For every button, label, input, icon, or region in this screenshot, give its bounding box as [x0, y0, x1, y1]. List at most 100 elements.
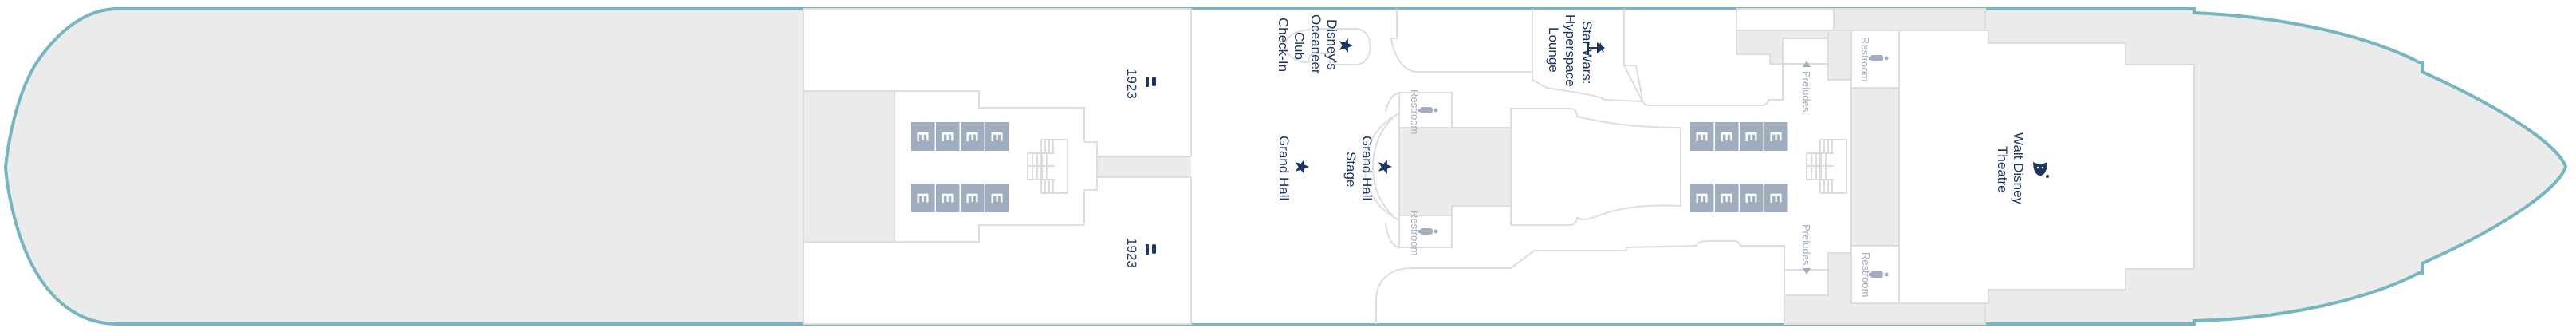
elevator[interactable]: E [1764, 122, 1788, 151]
oceaneer-desk-outline [1284, 28, 1371, 65]
venue-label-line: Club [1292, 32, 1307, 60]
star-icon [1339, 38, 1353, 53]
restroom-label: Restroom [1409, 89, 1421, 134]
elevator-icon: E [963, 192, 981, 203]
elevator[interactable]: E [911, 184, 935, 212]
elevator[interactable]: E [936, 184, 960, 212]
restroom-label: Restroom [1409, 211, 1421, 255]
elevator-icon: E [1742, 131, 1760, 141]
elevator-tile [1715, 184, 1739, 212]
stage-backstage [1398, 127, 1512, 216]
elevator-icon: E [1717, 192, 1735, 203]
elevator-tile [936, 122, 960, 151]
preludes-label: Preludes [1800, 71, 1812, 113]
venue-label-line: Star Wars: [1579, 21, 1595, 85]
wall [1385, 223, 1400, 248]
elevator-tile [985, 184, 1009, 212]
restroom-icon [1869, 55, 1889, 61]
elevator[interactable]: E [1764, 184, 1788, 212]
elevator[interactable]: E [1690, 184, 1714, 212]
svg-text:Oceaneer: Oceaneer [1308, 14, 1323, 74]
stage-arc [1363, 113, 1400, 221]
elevator[interactable]: E [911, 122, 935, 151]
venue-label-line: Check-In [1276, 18, 1291, 72]
elevator-tile [1690, 122, 1714, 151]
preludes-label: Preludes [1800, 224, 1812, 266]
star-icon [1296, 160, 1309, 174]
venue-star-wars-hyperspace-lounge[interactable]: Star Wars: Hyperspace Lounge [1546, 14, 1605, 87]
elevator-icon: E [988, 131, 1005, 141]
star-icon [1378, 160, 1392, 174]
elevator-tile [961, 184, 985, 212]
theatre-masks-icon [2033, 162, 2049, 178]
elevator[interactable]: E [1740, 122, 1764, 151]
venue-label-line: Lounge [1546, 27, 1561, 73]
elevator[interactable]: E [985, 184, 1009, 212]
restroom-1[interactable]: Restroom [1409, 89, 1438, 134]
aft-service-area [803, 90, 895, 243]
restroom-icon [1418, 228, 1438, 235]
arrow-down-icon [1803, 268, 1811, 275]
venue-label: 1923 [1124, 238, 1139, 268]
elevator-tile [1764, 122, 1788, 151]
elevator-icon: E [938, 192, 956, 203]
elevator[interactable]: E [961, 184, 985, 212]
aft-lobby [894, 90, 1098, 243]
venue-grand-hall-stage[interactable]: Grand Hall Stage [1343, 136, 1392, 200]
service-column-top [1827, 30, 1852, 81]
elevator-tile [1764, 184, 1788, 212]
elevator[interactable]: E [1690, 122, 1714, 151]
upper-right-room [1624, 38, 1784, 106]
elevator-tile [911, 122, 935, 151]
elevator[interactable]: E [961, 122, 985, 151]
elevator[interactable]: E [1715, 184, 1739, 212]
dining-icon [1146, 244, 1156, 255]
venue-label-line: Hyperspace [1563, 14, 1578, 87]
elevator-icon: E [963, 131, 981, 141]
elevator-icon: E [914, 192, 931, 203]
preludes-kiosk-bottom[interactable] [1784, 269, 1829, 296]
elevator-tile [1690, 184, 1714, 212]
preludes-kiosk-top[interactable] [1782, 38, 1829, 65]
elevator-icon: E [1742, 192, 1760, 203]
venue-label-line: Grand Hall [1276, 136, 1292, 200]
venue-label-line: Grand Hall [1359, 136, 1375, 200]
venue-grand-hall[interactable]: Grand Hall [1276, 136, 1309, 200]
elevator-tile [985, 122, 1009, 151]
elevator[interactable]: E [985, 122, 1009, 151]
svg-text:Disney's: Disney's [1324, 19, 1339, 70]
stairs-aft-icon [1027, 139, 1068, 194]
restroom-3[interactable]: Restroom [1859, 37, 1889, 81]
elevator[interactable]: E [1740, 184, 1764, 212]
restroom-2[interactable]: Restroom [1409, 211, 1438, 255]
restroom-icon [1418, 107, 1438, 113]
preludes-top[interactable]: Preludes [1800, 61, 1812, 113]
elevator-tile [1740, 122, 1764, 151]
elevator-icon: E [988, 192, 1005, 203]
stairs-forward-icon [1806, 139, 1847, 194]
restroom-icon [1869, 271, 1889, 278]
venue-label-line: Stage [1343, 152, 1359, 187]
venue-oceaneer-club-check-in[interactable]: Disney's Oceaneer Club Check-In [1276, 14, 1353, 74]
preludes-bottom[interactable]: Preludes [1800, 224, 1812, 275]
venue-label-line: Theatre [1995, 146, 2010, 193]
elevator-tile [1715, 122, 1739, 151]
elevator-icon: E [1767, 131, 1784, 141]
lower-center-room [1375, 240, 1785, 324]
venue-1923-top[interactable]: 1923 [1124, 69, 1156, 99]
stage-arc-inner [1371, 117, 1394, 216]
venue-walt-disney-theatre[interactable]: Walt Disney Theatre [1995, 132, 2049, 205]
restroom-4[interactable]: Restroom [1860, 252, 1889, 297]
elevator-tile [1740, 184, 1764, 212]
cocktail-icon [1587, 42, 1605, 54]
elevator[interactable]: E [1715, 122, 1739, 151]
upper-center-room [1390, 9, 1532, 73]
elevator-icon: E [938, 131, 956, 141]
venue-1923-bottom[interactable]: 1923 [1124, 238, 1156, 268]
elevator[interactable]: E [936, 122, 960, 151]
dining-icon [1146, 77, 1156, 87]
wall [1385, 92, 1400, 113]
